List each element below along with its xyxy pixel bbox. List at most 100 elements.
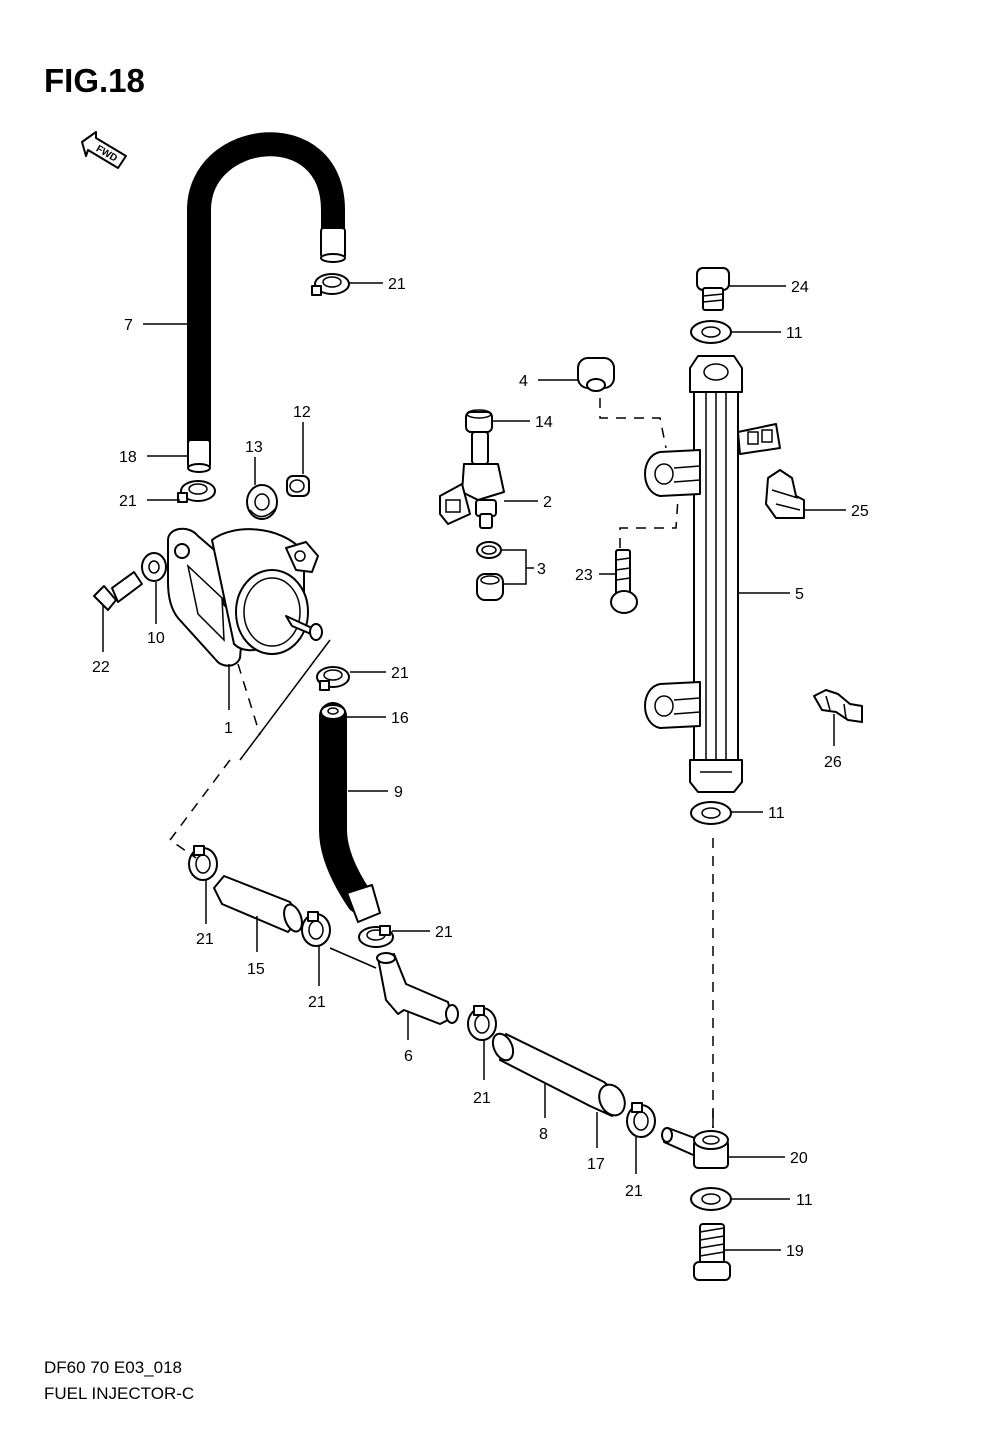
callout-21-9: 21 <box>392 924 453 941</box>
callout-23: 23 <box>575 567 616 584</box>
fuel-hose-7 <box>187 132 346 473</box>
guide-line-elbow <box>329 947 377 969</box>
cushion-14 <box>465 409 493 433</box>
hose-clip-8-right <box>626 1102 656 1138</box>
callout-label: 17 <box>587 1156 605 1173</box>
callout-label: 18 <box>119 449 137 466</box>
bolt-22 <box>93 571 143 611</box>
callout-label: 21 <box>308 994 326 1011</box>
callout-12: 12 <box>293 404 311 474</box>
hose-15 <box>213 875 303 933</box>
callout-label: 11 <box>768 805 785 822</box>
callout-label: 16 <box>391 710 409 727</box>
callout-4: 4 <box>519 373 578 390</box>
hose-clip-9 <box>358 925 394 948</box>
callout-label: 14 <box>535 414 553 431</box>
callout-21-8-right: 21 <box>625 1137 643 1200</box>
callout-13: 13 <box>245 439 263 485</box>
clip-25 <box>765 469 805 519</box>
callout-label: 26 <box>824 754 842 771</box>
callout-label: 21 <box>388 276 406 293</box>
callout-9: 9 <box>348 784 403 801</box>
fwd-arrow-badge: FWD <box>81 131 127 169</box>
callout-label: 24 <box>791 279 809 296</box>
fuel-delivery-pipe-5 <box>644 355 781 793</box>
callout-20: 20 <box>728 1150 808 1167</box>
callout-label: 12 <box>293 404 311 421</box>
callout-label: 23 <box>575 567 593 584</box>
o-ring-3-lower <box>476 573 504 601</box>
callout-label: 21 <box>473 1090 491 1107</box>
callout-label: 25 <box>851 503 869 520</box>
grommet-13 <box>246 484 278 520</box>
callout-label: 4 <box>519 373 528 390</box>
washer-11-top <box>690 320 732 344</box>
guide-line-regulator <box>168 663 261 859</box>
hose-clip-16 <box>316 666 350 691</box>
callout-8: 8 <box>539 1084 548 1143</box>
guide-line-cap <box>599 398 667 449</box>
callout-24: 24 <box>729 279 809 296</box>
callout-label: 22 <box>92 659 110 676</box>
callout-16: 16 <box>346 710 409 727</box>
callout-21-top: 21 <box>349 276 406 293</box>
pressure-regulator-1 <box>167 527 323 667</box>
guide-line-regulator-top <box>239 639 331 761</box>
callout-2: 2 <box>504 494 552 511</box>
callout-18: 18 <box>119 449 188 466</box>
callout-7: 7 <box>124 317 188 334</box>
figure-title: FIG.18 <box>44 62 145 99</box>
callout-label: 21 <box>119 493 137 510</box>
elbow-joint-6 <box>376 952 459 1025</box>
hose-clip-15-left <box>188 845 218 881</box>
hose-8 <box>491 1032 626 1117</box>
cap-4 <box>577 357 615 392</box>
banjo-fitting-20 <box>661 1127 729 1169</box>
callout-label: 11 <box>786 325 803 342</box>
callout-label: 19 <box>786 1243 804 1260</box>
callout-label: 6 <box>404 1048 413 1065</box>
callout-21-18: 21 <box>119 493 180 510</box>
callout-11-bottom: 11 <box>731 1192 813 1209</box>
callout-label: 2 <box>543 494 552 511</box>
callout-21-15-left: 21 <box>196 880 214 948</box>
bolt-23 <box>610 549 638 614</box>
o-ring-3-upper <box>476 541 502 559</box>
callout-label: 13 <box>245 439 263 456</box>
cap-12 <box>286 475 310 497</box>
washer-11-bottom <box>690 1187 732 1211</box>
callout-label: 9 <box>394 784 403 801</box>
callout-14: 14 <box>492 414 553 431</box>
callout-label: 20 <box>790 1150 808 1167</box>
callout-label: 8 <box>539 1126 548 1143</box>
callout-19: 19 <box>724 1243 804 1260</box>
callout-15: 15 <box>247 916 265 978</box>
fuel-injector-2 <box>439 431 505 529</box>
callout-label: 11 <box>796 1192 813 1209</box>
diagram-name: FUEL INJECTOR-C <box>44 1384 195 1403</box>
callout-label: 21 <box>435 924 453 941</box>
plug-bolt-24 <box>696 267 730 311</box>
hose-clip-15-right <box>301 911 331 947</box>
callout-25: 25 <box>804 503 869 520</box>
callout-11-middle: 11 <box>731 805 785 822</box>
callout-10: 10 <box>147 582 165 647</box>
hose-clip-8-left <box>467 1005 497 1041</box>
callout-6: 6 <box>404 1012 413 1065</box>
callout-3: 3 <box>502 549 546 585</box>
callout-1: 1 <box>224 664 233 737</box>
clip-26 <box>813 689 863 723</box>
diagram-code: DF60 70 E03_018 <box>44 1358 182 1377</box>
callout-21-8-left: 21 <box>473 1040 491 1107</box>
callout-label: 1 <box>224 720 233 737</box>
washer-11-middle <box>690 801 732 825</box>
callout-label: 21 <box>391 665 409 682</box>
callout-5: 5 <box>738 586 804 603</box>
hose-clip-top <box>311 273 350 296</box>
callout-26: 26 <box>824 714 842 771</box>
hose-clip-18 <box>177 480 216 503</box>
callout-21-15-right: 21 <box>308 946 326 1011</box>
callout-label: 21 <box>625 1183 643 1200</box>
callout-label: 15 <box>247 961 265 978</box>
